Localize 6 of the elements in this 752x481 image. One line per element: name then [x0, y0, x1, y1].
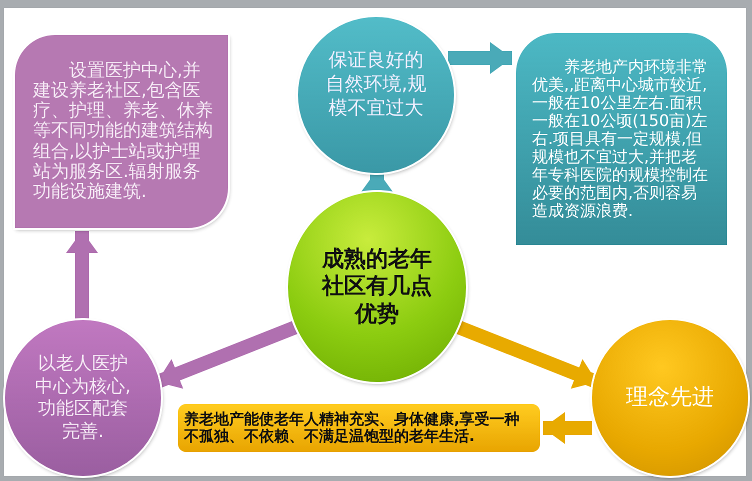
description-box: 设置医护中心,并建设养老社区,包含医疗、护理、养老、休养等不同功能的建筑结构组合,以护士站或护理站为服务区.辐射服务功能设施建筑. — [15, 35, 228, 228]
block-arrow — [448, 42, 512, 74]
block-arrow — [66, 231, 98, 320]
description-box: 养老地产内环境非常优美,,距离中心城市较近,一般在10公里左右.面积一般在10公顷(150亩)左右.项目具有一定规模,但规模也不宜过大,并把老年专科医院的规模控制在必要的范围内,否则容易造成资源浪费. — [516, 33, 727, 245]
block-arrow — [543, 412, 592, 444]
description-box: 养老地产能使老年人精神充实、身体健康,享受一种不孤独、不依赖、不满足温饱型的老年生活. — [178, 404, 540, 452]
